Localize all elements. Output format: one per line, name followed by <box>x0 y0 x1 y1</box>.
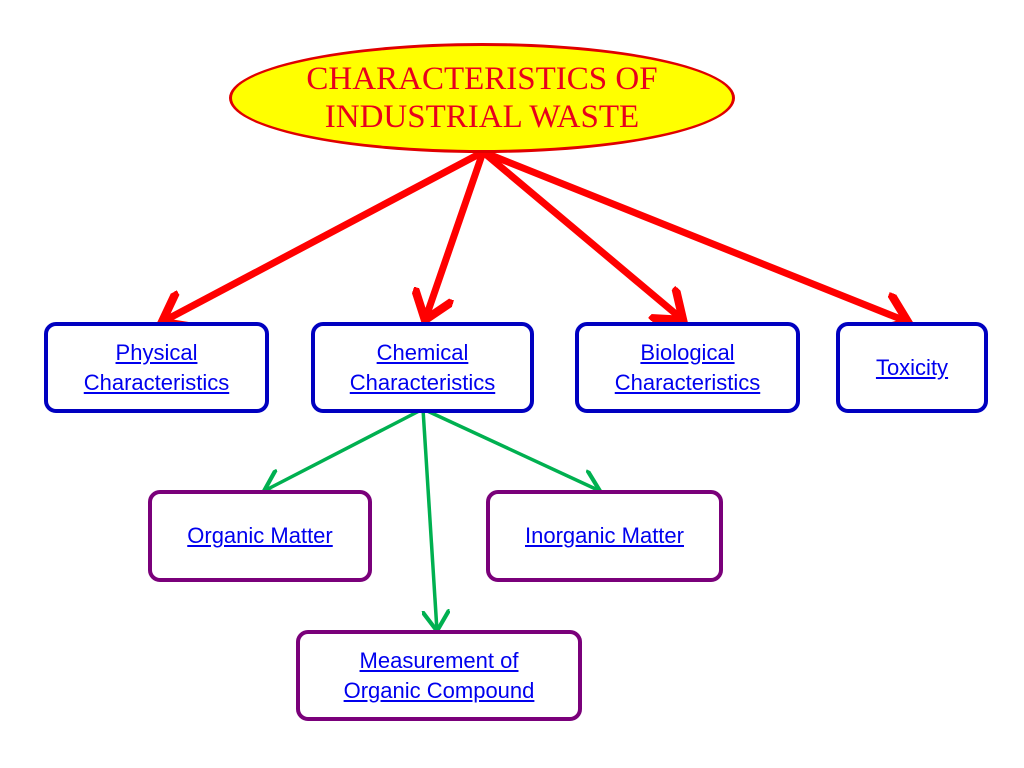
node-organic-matter[interactable]: Organic Matter <box>148 490 372 582</box>
link-physical[interactable]: Physical Characteristics <box>83 339 230 395</box>
arrow-to-inorganic <box>422 407 600 491</box>
arrow-to-physical <box>162 148 485 322</box>
link-biological[interactable]: Biological Characteristics <box>614 339 761 395</box>
node-biological[interactable]: Biological Characteristics <box>575 322 800 413</box>
link-measurement[interactable]: Measurement of Organic Compound <box>343 647 535 703</box>
root-title: CHARACTERISTICS OF INDUSTRIAL WASTE <box>306 61 658 135</box>
node-inorganic-matter[interactable]: Inorganic Matter <box>486 490 723 582</box>
arrow-to-organic <box>264 407 424 491</box>
node-toxicity[interactable]: Toxicity <box>836 322 988 413</box>
arrow-to-biological <box>480 149 683 320</box>
arrow-to-chemical <box>425 150 487 320</box>
link-organic-matter[interactable]: Organic Matter <box>187 523 333 548</box>
node-measurement[interactable]: Measurement of Organic Compound <box>296 630 582 721</box>
node-physical[interactable]: Physical Characteristics <box>44 322 269 413</box>
link-inorganic-matter[interactable]: Inorganic Matter <box>525 523 684 548</box>
root-node: CHARACTERISTICS OF INDUSTRIAL WASTE <box>229 43 735 153</box>
arrow-to-measurement <box>421 408 437 631</box>
node-chemical[interactable]: Chemical Characteristics <box>311 322 534 413</box>
arrow-to-toxicity <box>481 148 908 322</box>
link-chemical[interactable]: Chemical Characteristics <box>349 339 496 395</box>
link-toxicity[interactable]: Toxicity <box>875 354 949 380</box>
